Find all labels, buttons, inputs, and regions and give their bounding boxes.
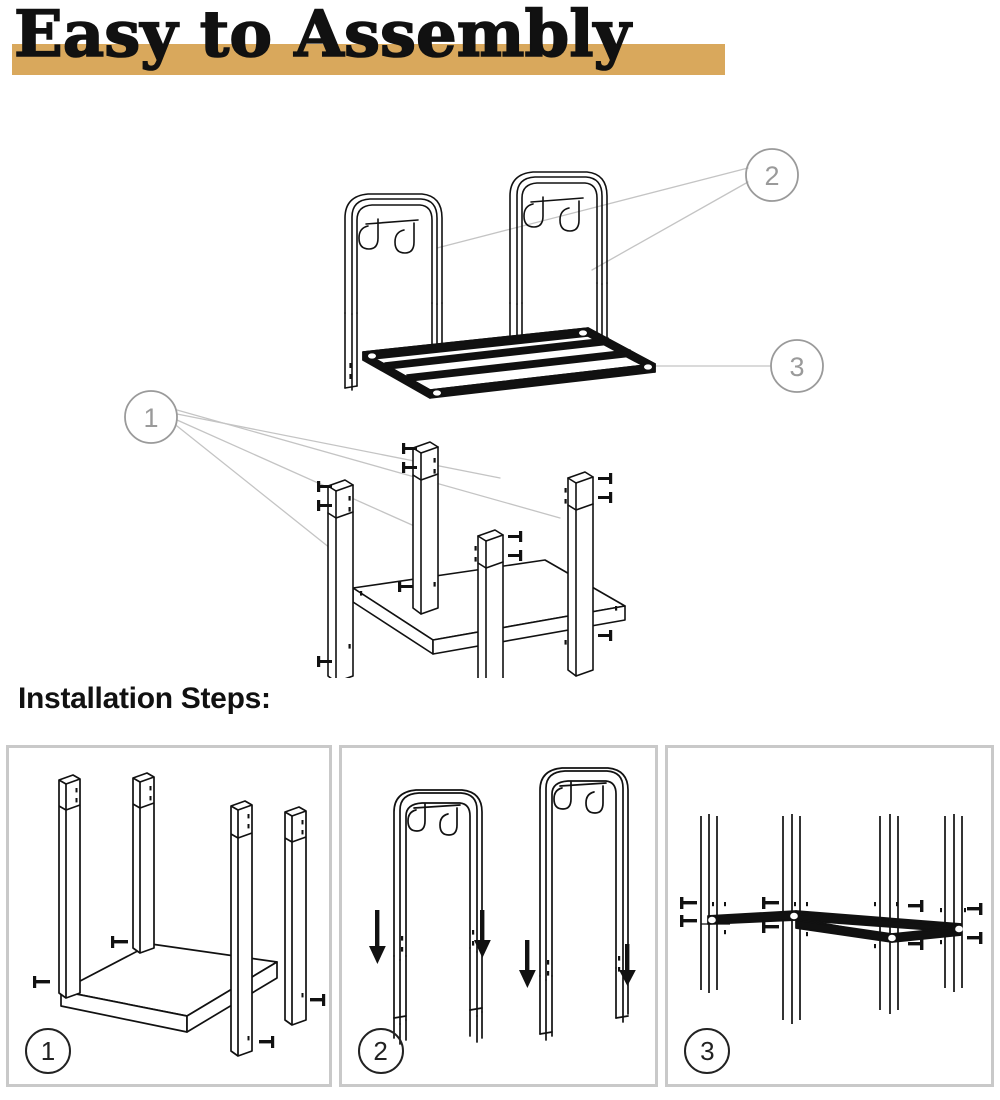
installation-steps-heading: Installation Steps: [18, 682, 271, 715]
step2-u-frame-right [538, 767, 629, 1041]
leg-post-1 [317, 479, 354, 678]
leg-post-4 [564, 471, 613, 677]
page-title: Easy to Assembly [13, 0, 631, 72]
step-panel-3: 3 [665, 745, 994, 1087]
leg-post-2 [398, 441, 439, 615]
step-3-badge: 3 [684, 1028, 731, 1074]
bolt-symbol [508, 531, 523, 561]
step1-leg-3 [230, 800, 253, 1057]
installation-steps-row: 1 [6, 745, 994, 1087]
exploded-assembly-diagram: 2 3 1 [0, 78, 1000, 678]
step1-leg-4 [284, 806, 307, 1026]
step-panel-1: 1 [6, 745, 332, 1087]
bolt-symbol [398, 443, 417, 592]
callout-1-label: 1 [143, 403, 158, 433]
callout-3 [770, 339, 824, 393]
step-2-number: 2 [373, 1036, 388, 1066]
top-rail-panel [362, 327, 656, 399]
bolt-symbol [598, 473, 613, 641]
leg-post-3 [474, 529, 523, 678]
step2-u-frame-left [392, 789, 483, 1045]
step-1-number: 1 [40, 1036, 56, 1066]
bolt-symbol [680, 897, 983, 950]
title-block: Easy to Assembly [0, 0, 1000, 92]
callout-2-label: 2 [764, 161, 779, 191]
step3-rail-panel [701, 910, 964, 943]
step1-leg-1 [58, 774, 81, 999]
step1-leg-2 [132, 772, 155, 954]
title-highlight-bar [12, 44, 725, 75]
callout-1 [124, 390, 178, 444]
callout-3-label: 3 [789, 352, 804, 382]
step-3-number: 3 [700, 1036, 715, 1066]
bolt-symbol [33, 936, 326, 1048]
step-2-badge: 2 [357, 1028, 404, 1074]
step-1-badge: 1 [25, 1028, 71, 1074]
bolt-symbol [317, 481, 332, 667]
direction-arrow-down [368, 910, 636, 988]
callout-2 [745, 148, 799, 202]
step-panel-2: 2 [338, 745, 659, 1087]
leader-lines [176, 167, 771, 561]
